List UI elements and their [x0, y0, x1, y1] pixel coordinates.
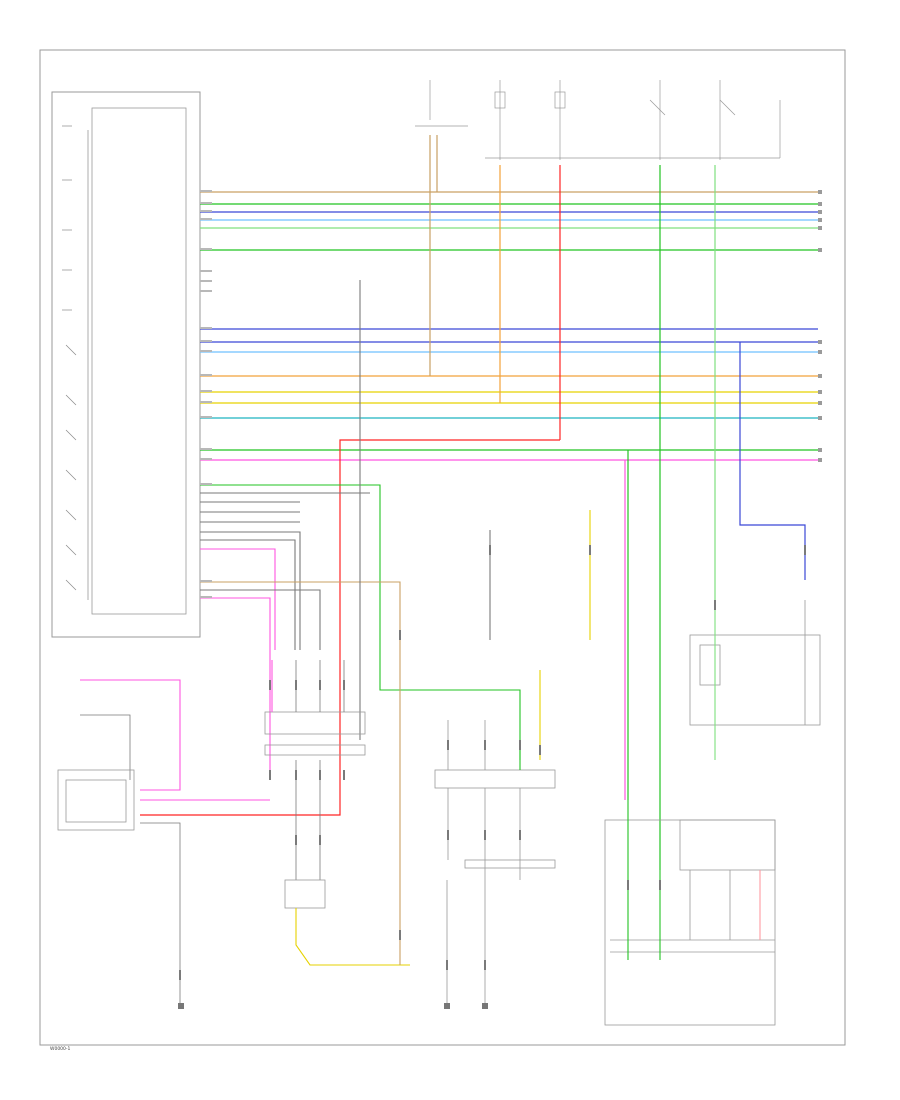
- top-fuse-group: [415, 80, 781, 160]
- ground-symbols: [178, 1003, 488, 1009]
- wire-bus: [200, 191, 818, 461]
- diagram-border: [39, 49, 846, 1046]
- lower-module-wires: [200, 280, 591, 780]
- control-module-outline: [51, 91, 201, 638]
- left-lower-module: [57, 679, 270, 1005]
- right-middle-connectors: [434, 720, 556, 1005]
- lower-right-module: [604, 800, 776, 1026]
- diagram-code: W0000-1: [50, 1046, 71, 1052]
- compressor-relay-block: [689, 600, 821, 760]
- pin-number-columns: [200, 190, 212, 598]
- pin-ticks: [179, 545, 806, 980]
- control-module-connector: [91, 107, 187, 615]
- vertical-wires: [140, 135, 806, 870]
- module-internal-switches: [62, 125, 89, 600]
- central-connector-blocks: [264, 640, 410, 966]
- lower-left-control-box: [57, 769, 135, 831]
- right-edge-terminals: [818, 190, 822, 462]
